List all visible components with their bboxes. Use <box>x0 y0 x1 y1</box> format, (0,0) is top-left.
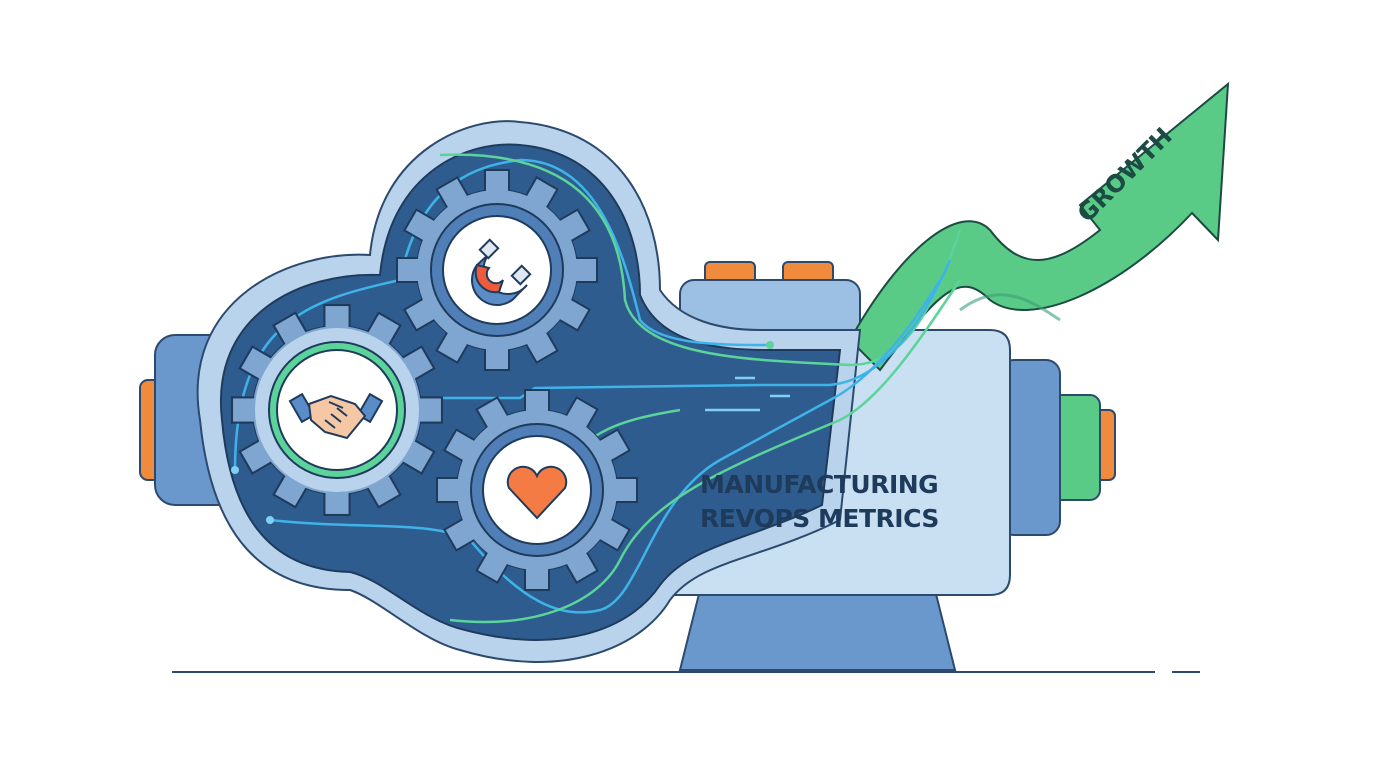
title-line-1: MANUFACTURING <box>700 470 939 499</box>
title-line-2: REVOPS METRICS <box>700 504 939 533</box>
machine-title: MANUFACTURING REVOPS METRICS <box>700 468 970 536</box>
heart-icon <box>506 465 568 520</box>
handshake-icon <box>288 392 384 440</box>
gear-heart <box>436 389 638 591</box>
growth-arrow <box>848 81 1230 372</box>
gear-magnet <box>396 169 598 371</box>
gear-handshake <box>230 303 444 517</box>
pedestal <box>678 589 957 671</box>
magnet-icon <box>471 238 532 306</box>
